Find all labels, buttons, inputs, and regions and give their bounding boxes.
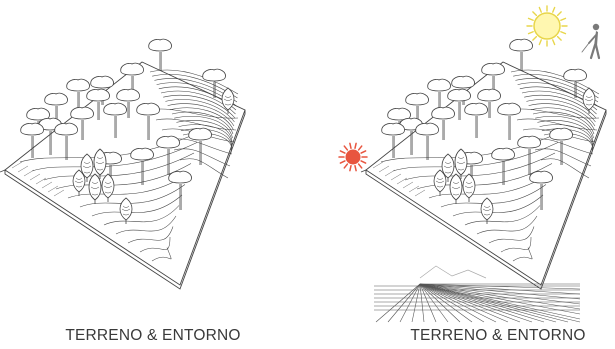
caption-left: TERRENO & ENTORNO	[65, 327, 241, 344]
tree	[136, 102, 160, 140]
tree	[509, 38, 533, 70]
tree	[491, 147, 515, 185]
tree	[156, 135, 180, 175]
cypress-tree	[93, 148, 107, 179]
tree	[447, 88, 471, 120]
cypress-tree	[88, 173, 102, 204]
tree	[70, 106, 94, 140]
tree	[86, 88, 110, 120]
tree	[549, 127, 573, 165]
cypress-tree	[119, 197, 133, 224]
cypress-tree	[433, 169, 447, 196]
tree	[54, 122, 78, 160]
terrain-sketch-left	[0, 38, 246, 290]
tree	[399, 117, 423, 155]
cypress-tree	[480, 197, 494, 224]
cypress-tree	[449, 173, 463, 204]
cypress-tree	[80, 153, 94, 182]
cypress-tree	[454, 148, 468, 179]
tree	[464, 102, 488, 138]
terrain-sketch-right	[360, 38, 607, 290]
cypress-tree	[72, 169, 86, 196]
sun-low-icon	[338, 142, 368, 172]
cypress-tree	[441, 153, 455, 182]
cypress-tree	[582, 87, 596, 114]
tree	[90, 75, 114, 105]
tree	[103, 102, 127, 138]
tree	[381, 122, 405, 158]
tree	[20, 122, 44, 158]
sun-icon	[526, 5, 568, 47]
cypress-tree	[101, 173, 115, 202]
terrain-edge	[4, 110, 246, 290]
tree	[202, 68, 226, 98]
tree	[451, 75, 475, 105]
tree	[427, 78, 451, 110]
tree	[477, 88, 501, 118]
tree	[66, 78, 90, 110]
tree	[481, 62, 505, 92]
cypress-tree	[462, 173, 476, 202]
tree	[38, 117, 62, 155]
tree	[130, 147, 154, 185]
mountain-outline	[419, 265, 487, 279]
tree	[188, 127, 212, 165]
tree	[168, 170, 192, 210]
caption-right: TERRENO & ENTORNO	[410, 327, 586, 344]
tree	[529, 170, 553, 210]
tree	[497, 102, 521, 140]
tree	[563, 68, 587, 98]
golfer-icon	[581, 23, 601, 60]
tree	[415, 122, 439, 160]
cypress-tree	[221, 87, 235, 114]
tree	[116, 88, 140, 118]
tree	[148, 38, 172, 70]
tree	[120, 62, 144, 92]
perspective-diagram	[374, 265, 581, 323]
contour-lines	[19, 69, 239, 262]
tree	[517, 135, 541, 175]
terrain-edge	[365, 110, 607, 290]
tree	[431, 106, 455, 140]
